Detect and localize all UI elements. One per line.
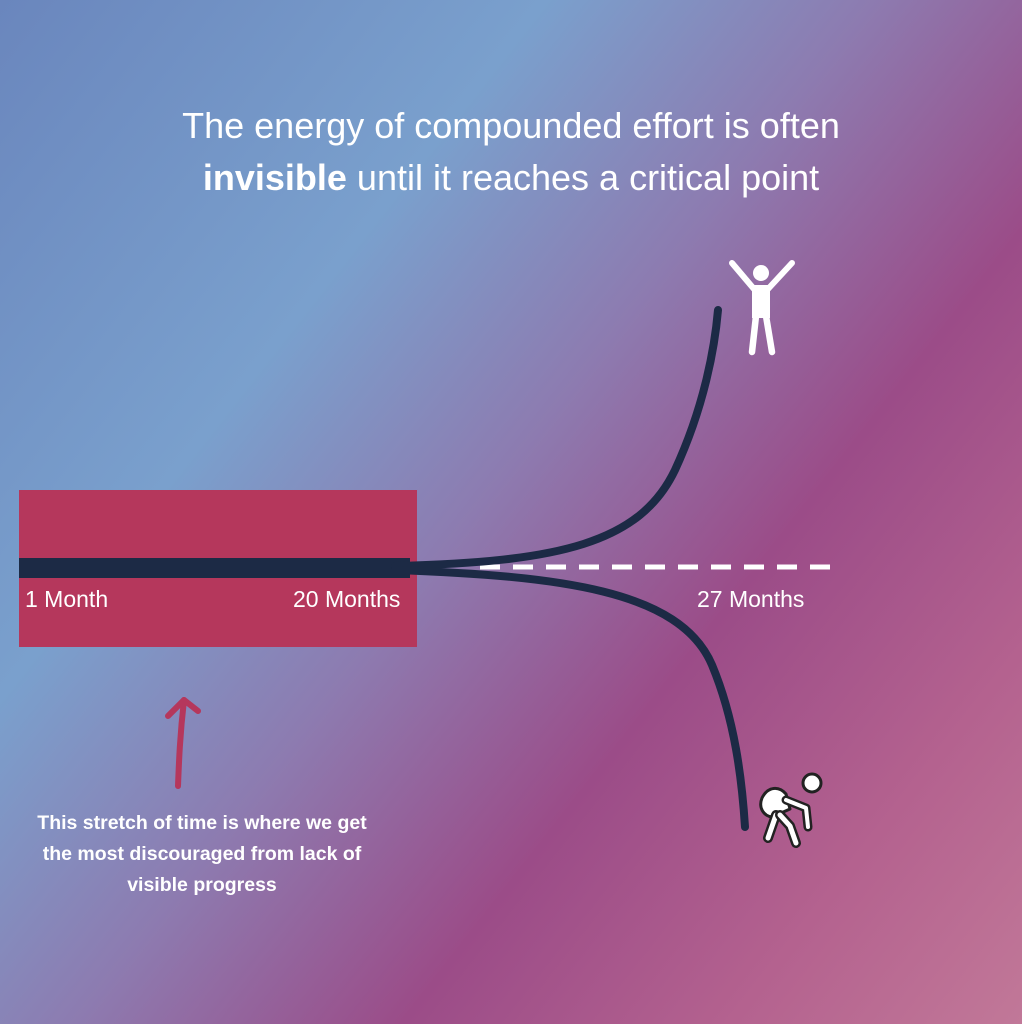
person-exhausted-icon (759, 772, 823, 848)
decline-curve (391, 566, 749, 831)
person-celebrating-icon (729, 260, 795, 356)
timeline-label-start: 1 Month (25, 586, 109, 612)
caption: This stretch of time is where we get the… (37, 812, 367, 896)
headline-line-2-rest: until it reaches a critical point (346, 157, 820, 198)
headline-line-1: The energy of compounded effort is often (182, 105, 840, 146)
headline: The energy of compounded effort is often… (0, 100, 1022, 204)
headline-emphasis: invisible (202, 157, 347, 198)
timeline-label-plateau-end: 20 Months (293, 586, 401, 612)
arrow-up-icon (165, 697, 201, 789)
headline-line-2: invisible until it reaches a critical po… (0, 152, 1022, 204)
timeline-label-critical-point: 27 Months (697, 586, 805, 612)
success-curve (391, 306, 722, 570)
